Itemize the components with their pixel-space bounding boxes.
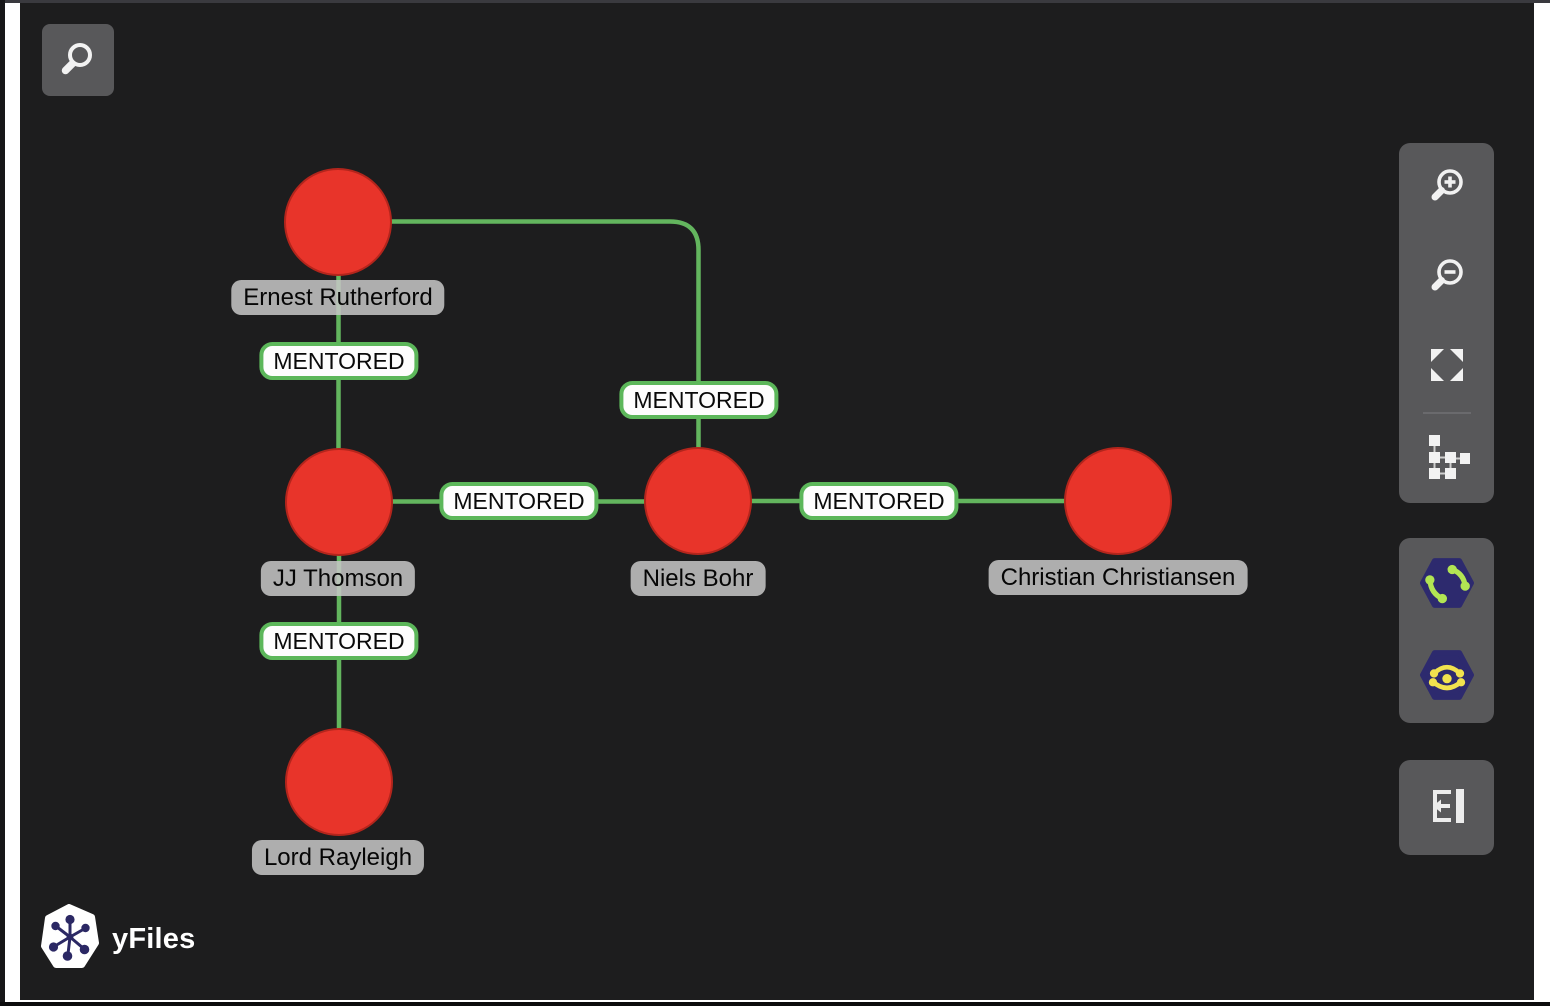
collapse-panel-icon <box>1424 783 1470 832</box>
zoom-in-icon <box>1425 164 1469 211</box>
edge-label[interactable]: MENTORED <box>619 381 779 419</box>
organic-layout-button[interactable] <box>1399 538 1494 631</box>
radial-layout-icon <box>1419 648 1474 705</box>
toolbar-divider <box>1422 411 1471 414</box>
search-button[interactable] <box>42 24 114 96</box>
window-bottom-edge <box>0 1002 1550 1006</box>
brand-name: yFiles <box>112 923 196 955</box>
graph-canvas[interactable]: Ernest Rutherford JJ Thomson Niels Bohr … <box>20 0 1534 1000</box>
zoom-in-button[interactable] <box>1399 143 1494 233</box>
fit-content-icon <box>1427 345 1467 388</box>
edge-rutherford-bohr <box>338 219 701 501</box>
fit-content-button[interactable] <box>1399 322 1494 412</box>
hierarchic-layout-icon <box>1424 434 1471 483</box>
zoom-out-icon <box>1425 254 1469 301</box>
node-label[interactable]: Ernest Rutherford <box>231 280 445 315</box>
graph-node-ernest-rutherford[interactable] <box>284 168 392 276</box>
yfiles-logo-icon <box>40 904 100 975</box>
brand: yFiles <box>40 904 195 975</box>
organic-layout-icon <box>1419 556 1474 613</box>
node-label[interactable]: Niels Bohr <box>630 561 766 596</box>
graph-node-jj-thomson[interactable] <box>285 448 393 556</box>
node-label[interactable]: Lord Rayleigh <box>251 840 425 875</box>
collapse-panel-button[interactable] <box>1399 760 1494 855</box>
edge-label[interactable]: MENTORED <box>439 482 599 520</box>
node-label[interactable]: JJ Thomson <box>260 561 416 596</box>
search-icon <box>58 39 98 82</box>
graph-node-christian-christiansen[interactable] <box>1064 447 1172 555</box>
window-left-edge <box>0 0 5 1006</box>
radial-layout-button[interactable] <box>1399 631 1494 724</box>
graph-node-lord-rayleigh[interactable] <box>285 728 393 836</box>
edge-label[interactable]: MENTORED <box>259 622 419 660</box>
edge-layer <box>336 219 1118 782</box>
hierarchic-layout-button[interactable] <box>1399 414 1494 504</box>
graph-node-niels-bohr[interactable] <box>644 447 752 555</box>
view-toolbar <box>1399 143 1494 503</box>
edge-label[interactable]: MENTORED <box>799 482 959 520</box>
node-label[interactable]: Christian Christiansen <box>988 560 1248 595</box>
zoom-out-button[interactable] <box>1399 233 1494 323</box>
layout-toolbar <box>1399 538 1494 723</box>
window-top-edge <box>0 0 1550 3</box>
edge-label[interactable]: MENTORED <box>259 342 419 380</box>
